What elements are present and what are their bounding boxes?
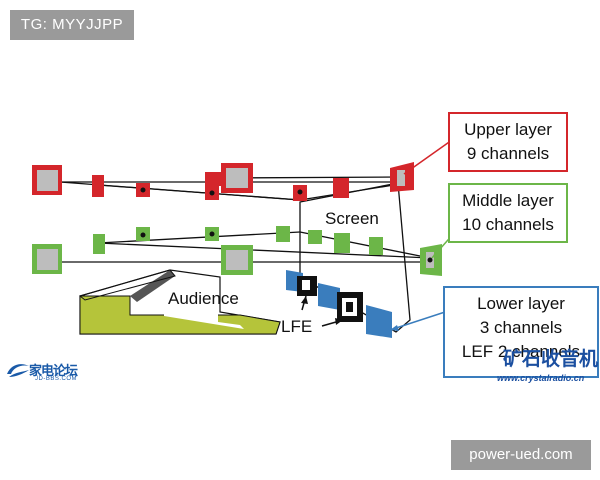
upper-speaker [205, 172, 223, 186]
upper-layer-title: Upper layer [464, 120, 552, 139]
upper-speaker [32, 165, 62, 195]
lower-layer-count: 3 channels [479, 318, 563, 337]
jd-bbs-logo: 家电论坛 JD-BBS.COM [5, 358, 85, 388]
junction-dots [140, 187, 433, 263]
lower-layer-lfe-count: LEF 2 channels [461, 342, 581, 361]
upper-speakers [32, 162, 414, 201]
upper-layer-label: Upper layer 9 channels [448, 112, 568, 172]
arrows [301, 139, 456, 331]
upper-layer-count: 9 channels [466, 144, 550, 163]
middle-layer-label: Middle layer 10 channels [448, 183, 568, 243]
lfe-label: LFE [281, 317, 313, 336]
lower-layer-title: Lower layer [477, 294, 565, 313]
lfe-subwoofers [297, 276, 363, 322]
middle-speakers [32, 226, 442, 276]
jd-bbs-logo-sub: JD-BBS.COM [35, 376, 78, 382]
crystalradio-url: www.crystalradio.cn [497, 373, 585, 383]
audience-label: Audience [168, 289, 239, 308]
crystalradio-logo-text: 矿石收音机 [502, 348, 598, 370]
middle-layer-title: Middle layer [462, 191, 554, 210]
jd-bbs-logo-text: 家电论坛 [29, 364, 78, 379]
middle-layer-count: 10 channels [462, 215, 554, 234]
upper-speaker [221, 163, 253, 193]
watermark-bottom-right: power-ued.com [451, 440, 591, 470]
lower-layer-label: Lower layer 3 channels LEF 2 channels [443, 286, 599, 378]
audience-platform [78, 269, 281, 335]
middle-speaker [369, 237, 383, 255]
screen-label: Screen [325, 209, 379, 228]
watermark-top-left: TG: MYYJJPP [10, 10, 134, 40]
middle-speaker [221, 245, 253, 275]
crystalradio-logo: 矿石收音机 www.crystalradio.cn [492, 344, 600, 390]
middle-speaker [334, 233, 350, 253]
middle-speaker [276, 226, 290, 242]
swoosh-icon [7, 364, 29, 377]
upper-speaker [92, 175, 104, 197]
middle-speaker [308, 230, 322, 244]
upper-speaker [333, 178, 349, 198]
middle-speaker [32, 244, 62, 274]
upper-speaker [390, 162, 414, 192]
middle-speaker [93, 234, 105, 254]
